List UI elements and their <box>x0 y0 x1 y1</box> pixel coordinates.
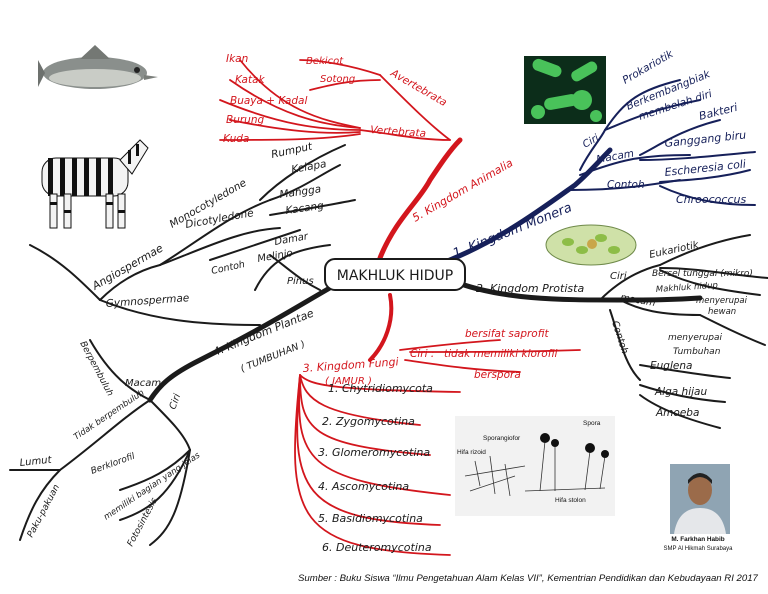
protista-macam-1: menyerupai <box>668 333 723 343</box>
plantae-gymnospermae: Gymnospermae <box>105 292 189 310</box>
plantae-monocot-2: Kelapa <box>290 158 327 176</box>
animalia-vert-4: Burung <box>226 114 264 126</box>
fungi-figure-hifa-stolon: Hifa stolon <box>555 497 586 504</box>
fungi-subbranches <box>294 339 581 556</box>
fungi-ciri-label: Ciri : <box>410 348 434 360</box>
protista-ciri-label: Ciri <box>610 271 627 282</box>
animalia-avert-1: Bekicot <box>306 56 344 67</box>
plantae-ciri-1: Berklorofil <box>90 451 137 476</box>
fungi-ciri-2: tidak memiliki klorofil <box>444 348 558 360</box>
plantae-monocot-1: Rumput <box>270 140 314 161</box>
animalia-subbranches <box>219 59 451 141</box>
protista-subbranches <box>599 234 768 429</box>
fungi-figure: Sporangiofor Spora Hifa rizoid Hifa stol… <box>455 416 615 516</box>
branch-fungi-main <box>368 293 394 362</box>
protista-ciri-2: Bersel tunggal (mikro) <box>652 269 753 279</box>
protista-ciri-4: menyerupai <box>696 296 748 306</box>
protista-contoh-label: Contoh <box>609 320 630 356</box>
center-node[interactable]: MAKHLUK HIDUP <box>324 258 466 291</box>
animalia-avertebrata: Avertebrata <box>388 67 449 109</box>
fungi-item-2: 2. Zygomycotina <box>322 415 415 428</box>
branch-animalia-main <box>377 137 463 261</box>
fungi-ciri-3: berspora <box>474 369 521 381</box>
branch-monera-main <box>442 147 613 265</box>
plantae-macam-label: Macam <box>125 378 161 389</box>
plantae-gymno-1: Damar <box>274 231 310 248</box>
protista-macam-2: Tumbuhan <box>673 347 721 357</box>
plantae-subbranches <box>9 144 356 546</box>
protista-title: 2. Kingdom Protista <box>476 282 584 295</box>
animalia-vertebrata: Vertebrata <box>370 124 427 140</box>
zebra-image <box>41 139 149 229</box>
plantae-dicot-1: Mangga <box>279 183 322 201</box>
branch-plantae-main <box>147 282 338 403</box>
protista-contoh-2: Alga hijau <box>654 386 707 398</box>
animalia-group: Avertebrata Bekicot Sotong Vertebrata Ik… <box>223 53 449 145</box>
fungi-item-4: 4. Ascomycotina <box>318 480 409 493</box>
protista-contoh-1: Euglena <box>650 360 692 372</box>
animalia-avert-2: Sotong <box>320 74 355 85</box>
plantae-gymno-3: Pinus <box>287 276 314 287</box>
monera-contoh-2: Chroococcus <box>676 193 746 206</box>
plantae-gymno-2: Melinjo <box>257 248 294 265</box>
author-caption: M. Farkhan Habib SMP Al Hikmah Surabaya <box>648 535 748 554</box>
author-photo <box>670 464 730 534</box>
monera-ciri-1: Prokariotik <box>621 48 677 87</box>
center-label: MAKHLUK HIDUP <box>337 268 453 284</box>
author-school: SMP Al Hikmah Surabaya <box>663 546 733 552</box>
animalia-vert-2: Katak <box>235 74 265 86</box>
protista-cell-image <box>545 224 637 266</box>
monera-contoh-1: Escheresia coli <box>664 158 747 179</box>
plantae-dicot-2: Kacang <box>285 200 325 217</box>
plantae-lumut: Lumut <box>19 455 53 469</box>
fungi-group: Ciri : bersifat saprofit tidak memiliki … <box>318 328 558 554</box>
fungi-ciri-1: bersifat saprofit <box>465 328 550 340</box>
fungi-item-5: 5. Basidiomycotina <box>318 512 423 525</box>
monera-contoh-label: Contoh <box>607 179 645 191</box>
fish-image <box>38 45 158 89</box>
protista-ciri-5: hewan <box>708 307 736 317</box>
plantae-ciri-label: Ciri <box>167 392 183 411</box>
fungi-figure-hifa-rizoid: Hifa rizoid <box>457 449 486 456</box>
protista-contoh-3: Amoeba <box>655 407 699 419</box>
fungi-figure-sporangiofor: Sporangiofor <box>483 435 521 442</box>
animalia-vert-1: Ikan <box>226 53 248 65</box>
animalia-vert-3: Buaya + Kadal <box>230 95 307 107</box>
monera-macam-2: Ganggang biru <box>664 128 747 149</box>
monera-subbranches <box>569 79 756 206</box>
fungi-item-6: 6. Deuteromycotina <box>322 541 432 554</box>
plantae-contoh-label: Contoh <box>210 259 246 277</box>
fungi-figure-spora: Spora <box>583 420 601 427</box>
protista-ciri-3: Makhluk hidup <box>656 281 719 295</box>
monera-ciri-label: Ciri <box>581 133 601 151</box>
source-caption: Sumber : Buku Siswa “Ilmu Pengetahuan Al… <box>298 573 758 584</box>
fungi-subtitle: ( JAMUR ) <box>325 376 372 387</box>
author-name: M. Farkhan Habib <box>671 536 725 543</box>
animalia-vert-5: Kuda <box>223 133 249 145</box>
bacteria-image <box>524 56 606 124</box>
fungi-item-3: 3. Glomeromycotina <box>318 446 430 459</box>
fungi-title: 3. Kingdom Fungi <box>302 355 399 375</box>
fungi-item-1: 1. Chytridiomycota <box>328 382 433 395</box>
branch-lines <box>9 59 768 556</box>
